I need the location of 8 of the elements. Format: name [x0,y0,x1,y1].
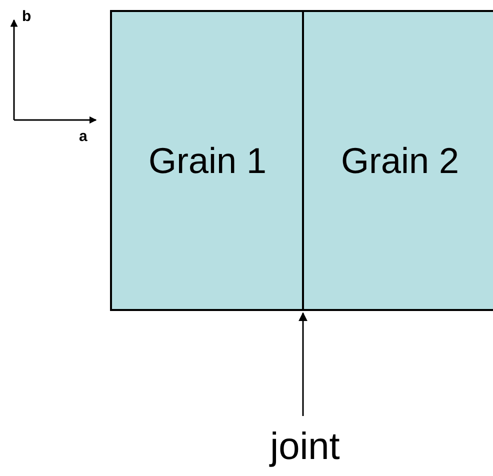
callout-text: joint [262,422,348,472]
axis-label: a [79,128,88,145]
leader-arrow [298,312,308,416]
region-label: Grain 1 [148,140,267,182]
region-label: Grain 2 [340,140,460,182]
axis-label: b [22,8,32,25]
grain-region [110,10,303,311]
grain-region [304,10,493,311]
